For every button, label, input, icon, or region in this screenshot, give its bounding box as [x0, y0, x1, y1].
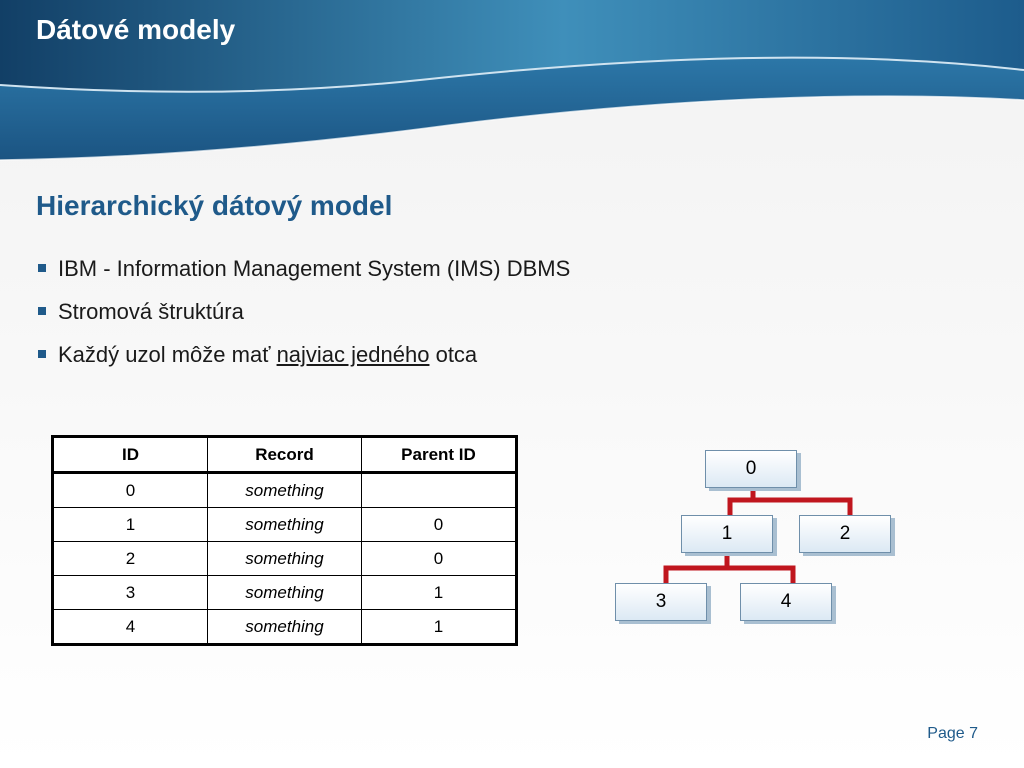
- page-number: Page 7: [927, 725, 978, 742]
- cell-parent-id: 0: [361, 507, 517, 542]
- bullet-text-start: Každý uzol môže mať: [58, 342, 277, 367]
- table-row: 2 something 0: [52, 541, 517, 576]
- cell-id: 3: [52, 575, 208, 610]
- tree-node-3: 3: [615, 583, 707, 621]
- column-header-record: Record: [207, 436, 362, 474]
- cell-record: something: [207, 575, 362, 610]
- hierarchy-tree-diagram: 0 1 2 3 4: [600, 440, 910, 640]
- table-header-row: ID Record Parent ID: [52, 436, 517, 474]
- tree-node-4: 4: [740, 583, 832, 621]
- slide-title: Dátové modely: [36, 14, 236, 45]
- column-header-parent-id: Parent ID: [361, 436, 517, 474]
- tree-node-1: 1: [681, 515, 773, 553]
- cell-record: something: [207, 609, 362, 645]
- square-bullet-icon: [38, 350, 46, 358]
- section-heading: Hierarchický dátový model: [36, 190, 393, 221]
- square-bullet-icon: [38, 307, 46, 315]
- cell-record: something: [207, 472, 362, 508]
- bullet-text-underlined: najviac jedného: [276, 342, 430, 367]
- header-band: [0, 0, 1024, 170]
- column-header-id: ID: [52, 436, 208, 474]
- cell-parent-id: [361, 472, 517, 508]
- cell-parent-id: 1: [361, 575, 517, 610]
- header-wave-graphic: [0, 0, 1024, 161]
- table-row: 4 something 1: [52, 609, 517, 645]
- cell-id: 1: [52, 507, 208, 542]
- square-bullet-icon: [38, 264, 46, 272]
- connector-0-to-children: [727, 485, 853, 518]
- bullet-item-single-parent: Každý uzol môže mať najviac jedného otca: [36, 340, 570, 383]
- cell-id: 0: [52, 472, 208, 508]
- cell-parent-id: 1: [361, 609, 517, 645]
- cell-parent-id: 0: [361, 541, 517, 576]
- cell-id: 2: [52, 541, 208, 576]
- cell-record: something: [207, 541, 362, 576]
- tree-node-0: 0: [705, 450, 797, 488]
- table-row: 3 something 1: [52, 575, 517, 610]
- records-table: ID Record Parent ID 0 something 1 someth…: [51, 435, 518, 646]
- bullet-list: IBM - Information Management System (IMS…: [36, 254, 570, 383]
- bullet-text-end: otca: [429, 342, 478, 367]
- cell-record: something: [207, 507, 362, 542]
- table-row: 0 something: [52, 472, 517, 508]
- bullet-item-ims: IBM - Information Management System (IMS…: [36, 254, 570, 297]
- cell-id: 4: [52, 609, 208, 645]
- tree-connectors: [663, 485, 853, 584]
- tree-node-2: 2: [799, 515, 891, 553]
- bullet-text: IBM - Information Management System (IMS…: [58, 256, 571, 281]
- bullet-item-tree-structure: Stromová štruktúra: [36, 297, 570, 340]
- connector-1-to-children: [663, 550, 796, 584]
- table-row: 1 something 0: [52, 507, 517, 542]
- bullet-text: Stromová štruktúra: [58, 299, 244, 324]
